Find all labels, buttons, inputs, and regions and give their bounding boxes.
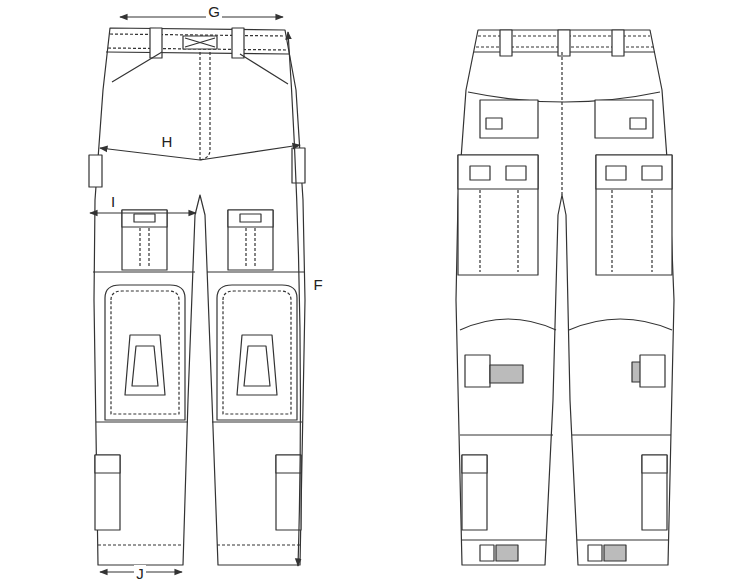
calf-flap xyxy=(95,455,120,473)
back-flap xyxy=(480,100,538,138)
calf-flap xyxy=(465,355,490,387)
lower-seam xyxy=(96,421,302,422)
dimension-line xyxy=(288,32,300,566)
flap-tab xyxy=(630,118,646,129)
knee-seam xyxy=(460,319,672,330)
cargo-flap xyxy=(596,155,672,189)
lower-seam xyxy=(460,434,671,435)
fastener xyxy=(183,36,217,49)
calf-pocket xyxy=(642,455,667,530)
hem-tab xyxy=(480,545,494,561)
calf-flap xyxy=(640,355,665,387)
dimension-line xyxy=(100,145,300,160)
dimension-label: I xyxy=(109,193,117,210)
thigh-flap xyxy=(228,210,273,227)
dimension-lines xyxy=(90,17,300,572)
thigh-seam xyxy=(93,271,305,272)
stitching xyxy=(140,228,149,268)
side-flap xyxy=(89,155,102,187)
dimension-label: F xyxy=(311,276,324,293)
knee-pad xyxy=(105,285,185,420)
knee-insert xyxy=(125,335,165,395)
calf-flap xyxy=(642,455,667,473)
knee-insert xyxy=(237,335,277,395)
cargo-pocket xyxy=(458,155,538,275)
waistband xyxy=(106,52,289,54)
dimension-line xyxy=(90,212,196,213)
knee-stitch xyxy=(223,291,291,414)
flap-tab xyxy=(506,166,526,180)
cargo-pocket xyxy=(596,155,672,275)
thigh-pocket xyxy=(228,210,273,270)
calf-flap xyxy=(276,455,301,473)
front-view xyxy=(89,28,305,565)
front-outline xyxy=(94,28,305,565)
stitching xyxy=(612,190,652,272)
flap-tab xyxy=(606,166,626,180)
calf-pocket xyxy=(462,455,487,530)
stitching xyxy=(246,228,255,268)
cargo-flap xyxy=(458,155,538,189)
flap-tab xyxy=(134,214,155,222)
calf-pocket xyxy=(95,455,120,530)
stitching xyxy=(480,190,518,272)
flap-tab xyxy=(240,214,261,222)
flap-tab xyxy=(486,118,502,129)
dimension-label: J xyxy=(134,565,146,582)
dimension-label: H xyxy=(160,133,175,150)
hem xyxy=(462,539,668,540)
back-seam xyxy=(561,52,562,195)
stitching xyxy=(108,34,288,50)
knee-stitch xyxy=(111,291,179,414)
side-flap xyxy=(292,148,305,183)
knee-pad xyxy=(217,285,297,420)
fastener-cross xyxy=(185,38,215,47)
belt-loop xyxy=(612,30,624,56)
thigh-pocket xyxy=(122,210,167,270)
hem-tab xyxy=(588,545,602,561)
dimension-label: G xyxy=(206,3,222,20)
grey-tab xyxy=(490,365,523,383)
flap-tab xyxy=(642,166,662,180)
grey-tab xyxy=(496,545,518,561)
flap-tab xyxy=(470,166,490,180)
hem xyxy=(98,544,300,545)
fly xyxy=(200,52,210,160)
back-outline xyxy=(456,30,674,565)
belt-loop xyxy=(500,30,512,56)
back-flap xyxy=(595,100,653,138)
calf-flap xyxy=(462,455,487,473)
back-view xyxy=(456,30,674,565)
calf-pocket xyxy=(276,455,301,530)
dimension-line xyxy=(120,16,283,17)
grey-tab xyxy=(604,545,626,561)
front-pocket xyxy=(112,52,288,84)
belt-loop xyxy=(558,30,570,56)
belt-loop xyxy=(232,28,244,58)
